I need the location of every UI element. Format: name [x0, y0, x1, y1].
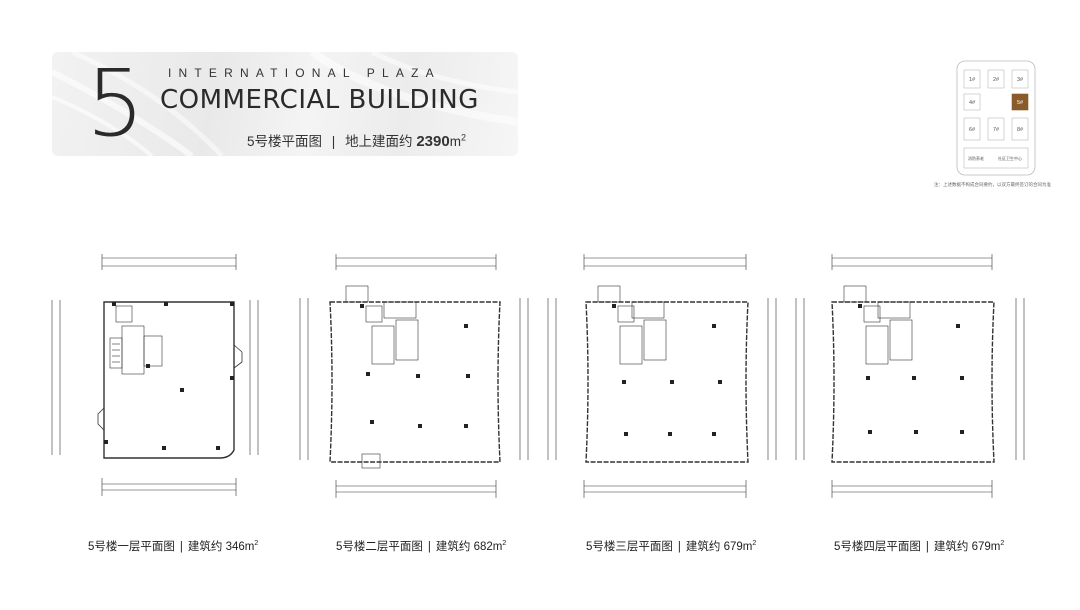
area-unit: m [449, 134, 461, 149]
area-label: 5号楼平面图 [247, 134, 323, 149]
floor-plan-1 [51, 254, 259, 496]
plan-area-value: 679 [971, 541, 991, 553]
plan-unit: m [742, 541, 753, 553]
plan-unit-sup: 2 [502, 540, 507, 548]
plan-unit: m [990, 541, 1001, 553]
plan-caption-2: 5号楼二层平面图|建筑约 682m2 [336, 540, 507, 553]
site-key-map: 1# 2# 3# 4# 5# 6# 7# 8# 消防养老 社区卫生中心 [956, 60, 1036, 176]
key-label-7: 7# [993, 127, 1000, 133]
key-label-bottom-right: 社区卫生中心 [998, 155, 1022, 161]
key-label-4: 4# [969, 100, 976, 106]
area-unit-sup: 2 [460, 132, 466, 143]
plan-area-text: 建筑约 [685, 541, 721, 553]
key-cell-4 [963, 93, 981, 111]
key-cell-3 [1011, 69, 1029, 89]
plan-unit-sup: 2 [254, 540, 259, 548]
plan-name: 5号楼四层平面图 [834, 541, 921, 553]
banner-swirl-decoration [52, 52, 518, 156]
key-cell-7 [987, 117, 1005, 141]
area-separator: | [331, 134, 336, 149]
key-label-6: 6# [969, 127, 976, 133]
plan-caption-1: 5号楼一层平面图|建筑约 346m2 [88, 540, 259, 553]
plan-area-text: 建筑约 [435, 541, 471, 553]
plan-caption-3: 5号楼三层平面图|建筑约 679m2 [586, 540, 757, 553]
title-banner: 5 INTERNATIONAL PLAZA COMMERCIAL BUILDIN… [52, 52, 518, 156]
key-label-5: 5# [1017, 100, 1024, 106]
plan-caption-4: 5号楼四层平面图|建筑约 679m2 [834, 540, 1005, 553]
disclaimer-note: 注：上述数据不构成合同要约，以双方最终签订的合同为准 [934, 182, 1051, 187]
key-cell-5-highlight [1011, 93, 1029, 111]
key-label-8: 8# [1017, 127, 1024, 133]
plan-area-text: 建筑约 [933, 541, 969, 553]
key-label-bottom-left: 消防养老 [968, 155, 984, 161]
project-subtitle: INTERNATIONAL PLAZA [168, 66, 441, 80]
key-cell-2 [987, 69, 1005, 89]
plan-unit: m [244, 541, 255, 553]
plan-area-value: 346 [225, 541, 245, 553]
plan-unit-sup: 2 [1000, 540, 1005, 548]
plan-area-value: 682 [473, 541, 493, 553]
floor-plan-4 [795, 254, 1025, 498]
area-text: 地上建面约 [345, 134, 413, 149]
plan-unit: m [492, 541, 503, 553]
plan-name: 5号楼三层平面图 [586, 541, 673, 553]
plan-name: 5号楼二层平面图 [336, 541, 423, 553]
floor-plan-3 [547, 254, 777, 498]
key-label-3: 3# [1017, 77, 1024, 83]
floor-plan-2 [299, 254, 529, 498]
plan-unit-sup: 2 [752, 540, 757, 548]
key-cell-6 [963, 117, 981, 141]
building-title: COMMERCIAL BUILDING [160, 85, 479, 115]
total-area-line: 5号楼平面图 | 地上建面约 2390m2 [247, 130, 466, 151]
key-label-2: 2# [993, 77, 1000, 83]
building-number: 5 [86, 52, 145, 156]
key-cell-8 [1011, 117, 1029, 141]
plan-name: 5号楼一层平面图 [88, 541, 175, 553]
key-cell-1 [963, 69, 981, 89]
key-label-1: 1# [969, 77, 976, 83]
plan-area-text: 建筑约 [187, 541, 223, 553]
area-value: 2390 [416, 133, 450, 150]
key-cell-bottom [963, 147, 1029, 169]
plan-area-value: 679 [723, 541, 743, 553]
